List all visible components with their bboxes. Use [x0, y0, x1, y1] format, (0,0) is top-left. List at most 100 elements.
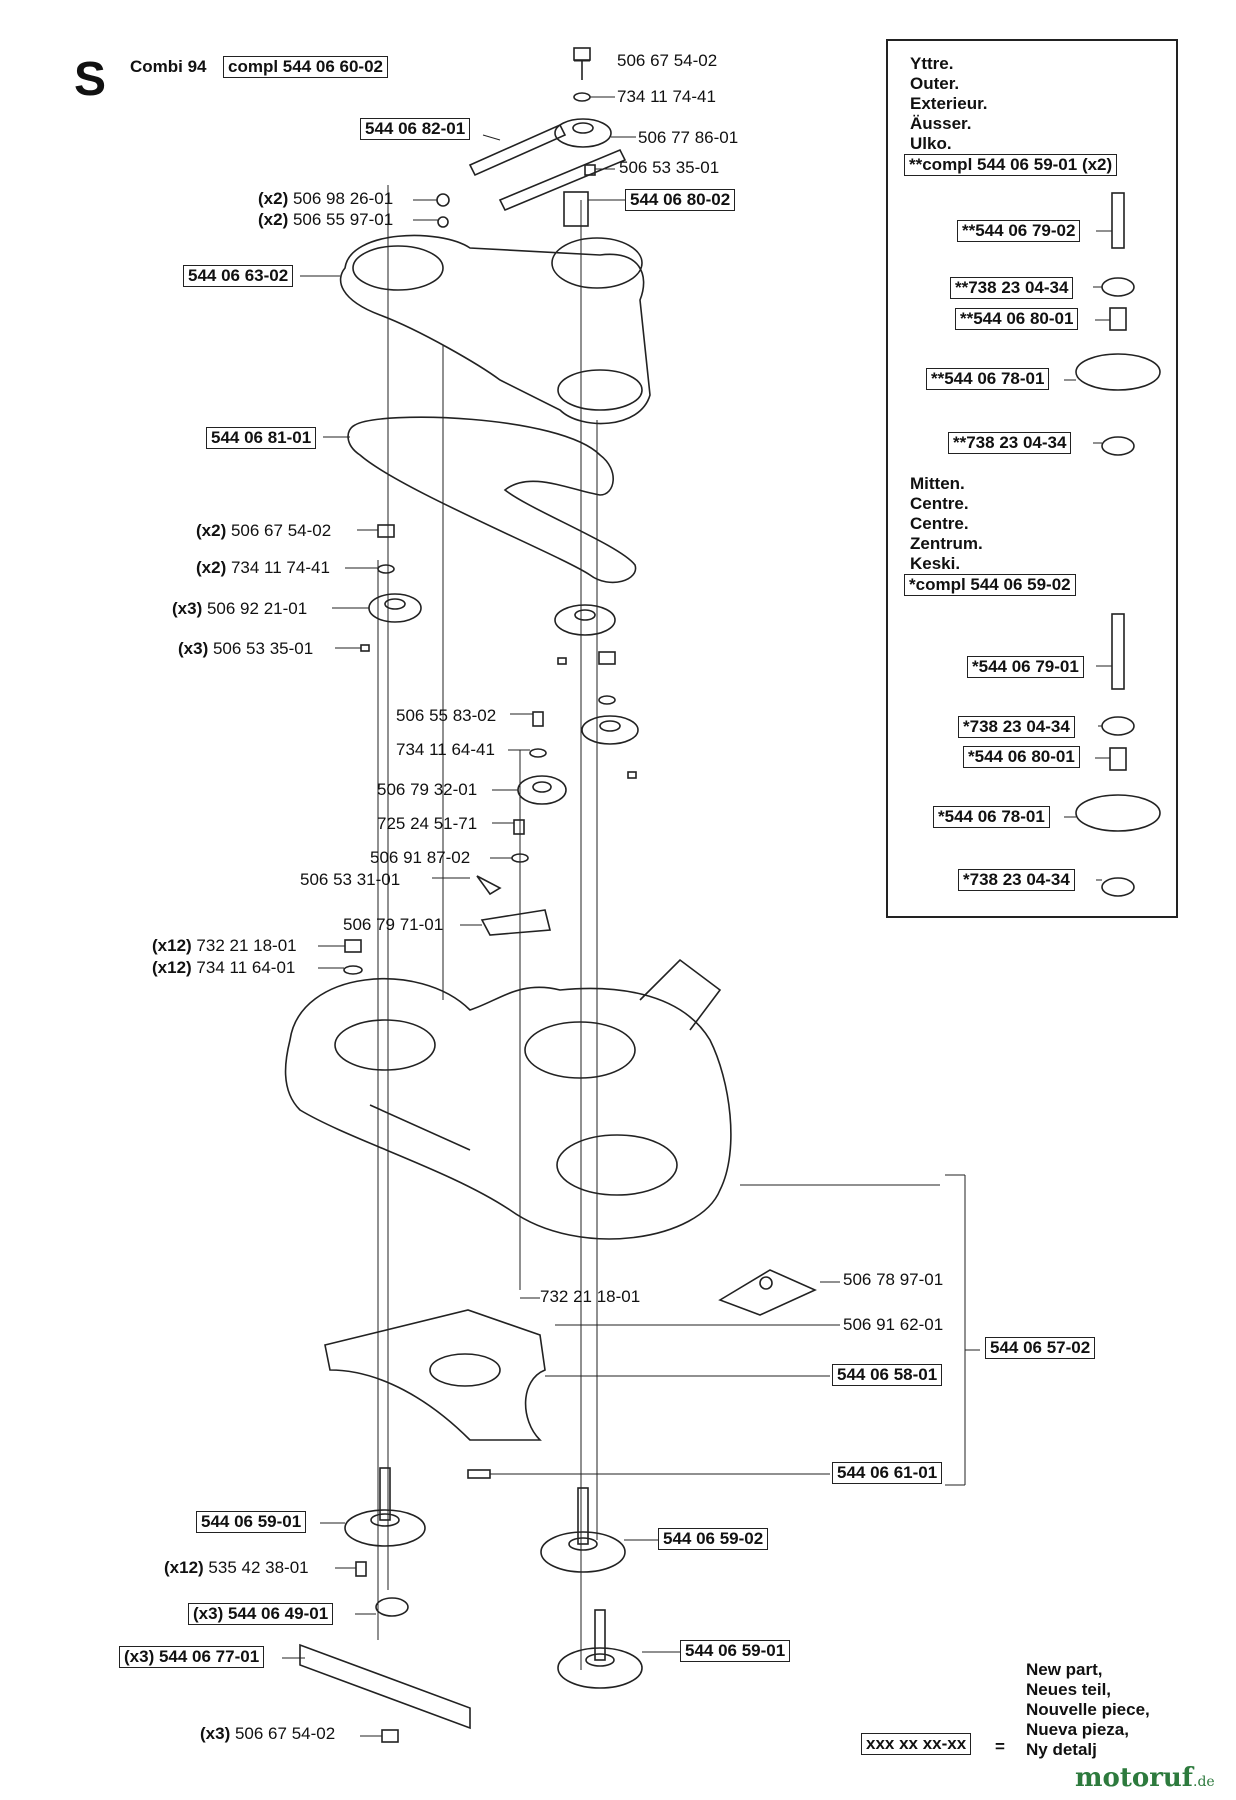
- outer-item-3[interactable]: **544 06 80-01: [955, 308, 1079, 330]
- callout-506-79-71-01[interactable]: 506 79 71-01: [343, 915, 444, 934]
- callout-506-55-97-01[interactable]: (x2) 506 55 97-01: [258, 210, 393, 230]
- bolt-icon: [598, 651, 616, 665]
- center-heading: Mitten. Centre. Centre. Zentrum. Keski.: [910, 474, 983, 573]
- callout-544-06-77-01[interactable]: (x3) 544 06 77-01: [119, 1646, 265, 1668]
- watermark-name: motoruf: [1075, 1763, 1193, 1793]
- outer-heading: Yttre. Outer. Exterieur. Äusser. Ulko.: [910, 54, 988, 153]
- part-number: 506 92 21-01: [206, 599, 308, 618]
- center-item-2[interactable]: *738 23 04-34: [958, 716, 1075, 738]
- part-number: 734 11 74-41: [230, 558, 330, 577]
- callout-544-06-59-01-bottom[interactable]: 544 06 59-01: [680, 1640, 791, 1662]
- callout-535-42-38-01[interactable]: (x12) 535 42 38-01: [164, 1558, 309, 1578]
- callout-732-21-18-01[interactable]: 732 21 18-01: [540, 1287, 641, 1306]
- bolt-icon: [573, 47, 591, 102]
- callout-506-91-62-01[interactable]: 506 91 62-01: [843, 1315, 944, 1334]
- watermark-logo: motoruf.de: [1075, 1763, 1215, 1793]
- quantity: (x2): [196, 521, 227, 540]
- spring-icon: [476, 875, 502, 896]
- outer-assembly-part[interactable]: **compl 544 06 59-01 (x2): [904, 154, 1118, 176]
- callout-506-53-35-01-x3[interactable]: (x3) 506 53 35-01: [178, 639, 313, 659]
- center-assembly-part[interactable]: *compl 544 06 59-02: [904, 574, 1076, 596]
- legend-symbol: xxx xx xx-xx: [861, 1733, 972, 1755]
- callout-544-06-59-02[interactable]: 544 06 59-02: [658, 1528, 769, 1550]
- spindle-housing-icon: [540, 1487, 626, 1573]
- callout-506-67-54-02[interactable]: 506 67 54-02: [617, 51, 718, 70]
- part-number: 506 67 54-02: [234, 1724, 336, 1743]
- quantity: (x12): [152, 958, 192, 977]
- callout-506-55-83-02[interactable]: 506 55 83-02: [396, 706, 497, 725]
- section-letter: S: [74, 53, 107, 106]
- callout-506-67-54-02-x3[interactable]: (x3) 506 67 54-02: [200, 1724, 335, 1744]
- legend-text: New part, Neues teil, Nouvelle piece, Nu…: [1026, 1660, 1150, 1759]
- belt-icon: [347, 416, 637, 584]
- watermark-tld: .de: [1193, 1774, 1215, 1790]
- callout-544-06-63-02[interactable]: 544 06 63-02: [183, 265, 294, 287]
- callout-506-77-86-01[interactable]: 506 77 86-01: [638, 128, 739, 147]
- spindle-housing-icon: [557, 1609, 643, 1689]
- callout-734-11-74-41-x2[interactable]: (x2) 734 11 74-41: [196, 558, 330, 578]
- callout-725-24-51-71[interactable]: 725 24 51-71: [377, 814, 478, 833]
- quantity: (x12): [164, 1558, 204, 1577]
- callout-506-79-32-01[interactable]: 506 79 32-01: [377, 780, 478, 799]
- part-number: 506 98 26-01: [292, 189, 394, 208]
- bolt-icon: [381, 1729, 399, 1743]
- washer-icon: [437, 216, 449, 228]
- callout-544-06-80-02[interactable]: 544 06 80-02: [625, 189, 736, 211]
- legend-equals: =: [995, 1737, 1005, 1756]
- part-number: 734 11 64-01: [196, 958, 296, 977]
- callout-544-06-81-01[interactable]: 544 06 81-01: [206, 427, 317, 449]
- callout-506-92-21-01[interactable]: (x3) 506 92 21-01: [172, 599, 307, 619]
- screw-icon: [436, 193, 450, 207]
- bolt-icon: [377, 524, 395, 538]
- quantity: (x2): [196, 558, 227, 577]
- side-panel-frame: [886, 39, 1178, 918]
- callout-506-67-54-02-x2[interactable]: (x2) 506 67 54-02: [196, 521, 331, 541]
- outer-item-2[interactable]: **738 23 04-34: [950, 277, 1074, 299]
- screw-icon: [532, 711, 544, 727]
- callout-734-11-74-41[interactable]: 734 11 74-41: [617, 87, 716, 106]
- callout-544-06-59-01-left[interactable]: 544 06 59-01: [196, 1511, 307, 1533]
- blade-icon: [299, 1643, 471, 1730]
- callout-544-06-82-01[interactable]: 544 06 82-01: [360, 118, 471, 140]
- callout-732-21-18-01-x12[interactable]: (x12) 732 21 18-01: [152, 936, 297, 956]
- outer-item-1[interactable]: **544 06 79-02: [957, 220, 1081, 242]
- quantity: (x3): [172, 599, 203, 618]
- part-number: 506 55 97-01: [292, 210, 394, 229]
- callout-544-06-61-01[interactable]: 544 06 61-01: [832, 1462, 943, 1484]
- baffle-icon: [369, 1104, 471, 1151]
- outer-item-5[interactable]: **738 23 04-34: [948, 432, 1072, 454]
- deck-icon: [284, 977, 732, 1240]
- callout-734-11-64-41[interactable]: 734 11 64-41: [396, 740, 495, 759]
- quantity: (x2): [258, 189, 289, 208]
- callout-734-11-64-01-x12[interactable]: (x12) 734 11 64-01: [152, 958, 295, 978]
- quantity: (x3): [178, 639, 209, 658]
- center-item-5[interactable]: *738 23 04-34: [958, 869, 1075, 891]
- pulley-icon: [581, 715, 639, 745]
- center-item-1[interactable]: *544 06 79-01: [967, 656, 1084, 678]
- outer-item-4[interactable]: **544 06 78-01: [926, 368, 1050, 390]
- callout-506-91-87-02[interactable]: 506 91 87-02: [370, 848, 471, 867]
- callout-506-98-26-01[interactable]: (x2) 506 98 26-01: [258, 189, 393, 209]
- part-number: 732 21 18-01: [196, 936, 297, 955]
- part-number: 535 42 38-01: [208, 1558, 309, 1577]
- center-item-4[interactable]: *544 06 78-01: [933, 806, 1050, 828]
- callout-506-53-35-01[interactable]: 506 53 35-01: [619, 158, 720, 177]
- screw-icon: [355, 1561, 367, 1577]
- spindle-assembly-center-icon: [1075, 613, 1161, 897]
- model-part-number[interactable]: compl 544 06 60-02: [223, 56, 388, 78]
- callout-544-06-57-02[interactable]: 544 06 57-02: [985, 1337, 1096, 1359]
- callout-506-53-31-01[interactable]: 506 53 31-01: [300, 870, 401, 889]
- spindle-assembly-outer-icon: [1075, 192, 1161, 456]
- shield-icon: [324, 1309, 546, 1441]
- knob-icon: [467, 1469, 491, 1479]
- center-item-3[interactable]: *544 06 80-01: [963, 746, 1080, 768]
- callout-544-06-49-01[interactable]: (x3) 544 06 49-01: [188, 1603, 334, 1625]
- quantity: (x12): [152, 936, 192, 955]
- callout-506-78-97-01[interactable]: 506 78 97-01: [843, 1270, 944, 1289]
- spindle-housing-icon: [344, 1467, 426, 1547]
- part-number: 506 67 54-02: [230, 521, 332, 540]
- tension-pulley-icon: [517, 775, 567, 805]
- model-name: Combi 94: [130, 57, 207, 76]
- callout-544-06-58-01[interactable]: 544 06 58-01: [832, 1364, 943, 1386]
- nut-icon: [344, 939, 362, 953]
